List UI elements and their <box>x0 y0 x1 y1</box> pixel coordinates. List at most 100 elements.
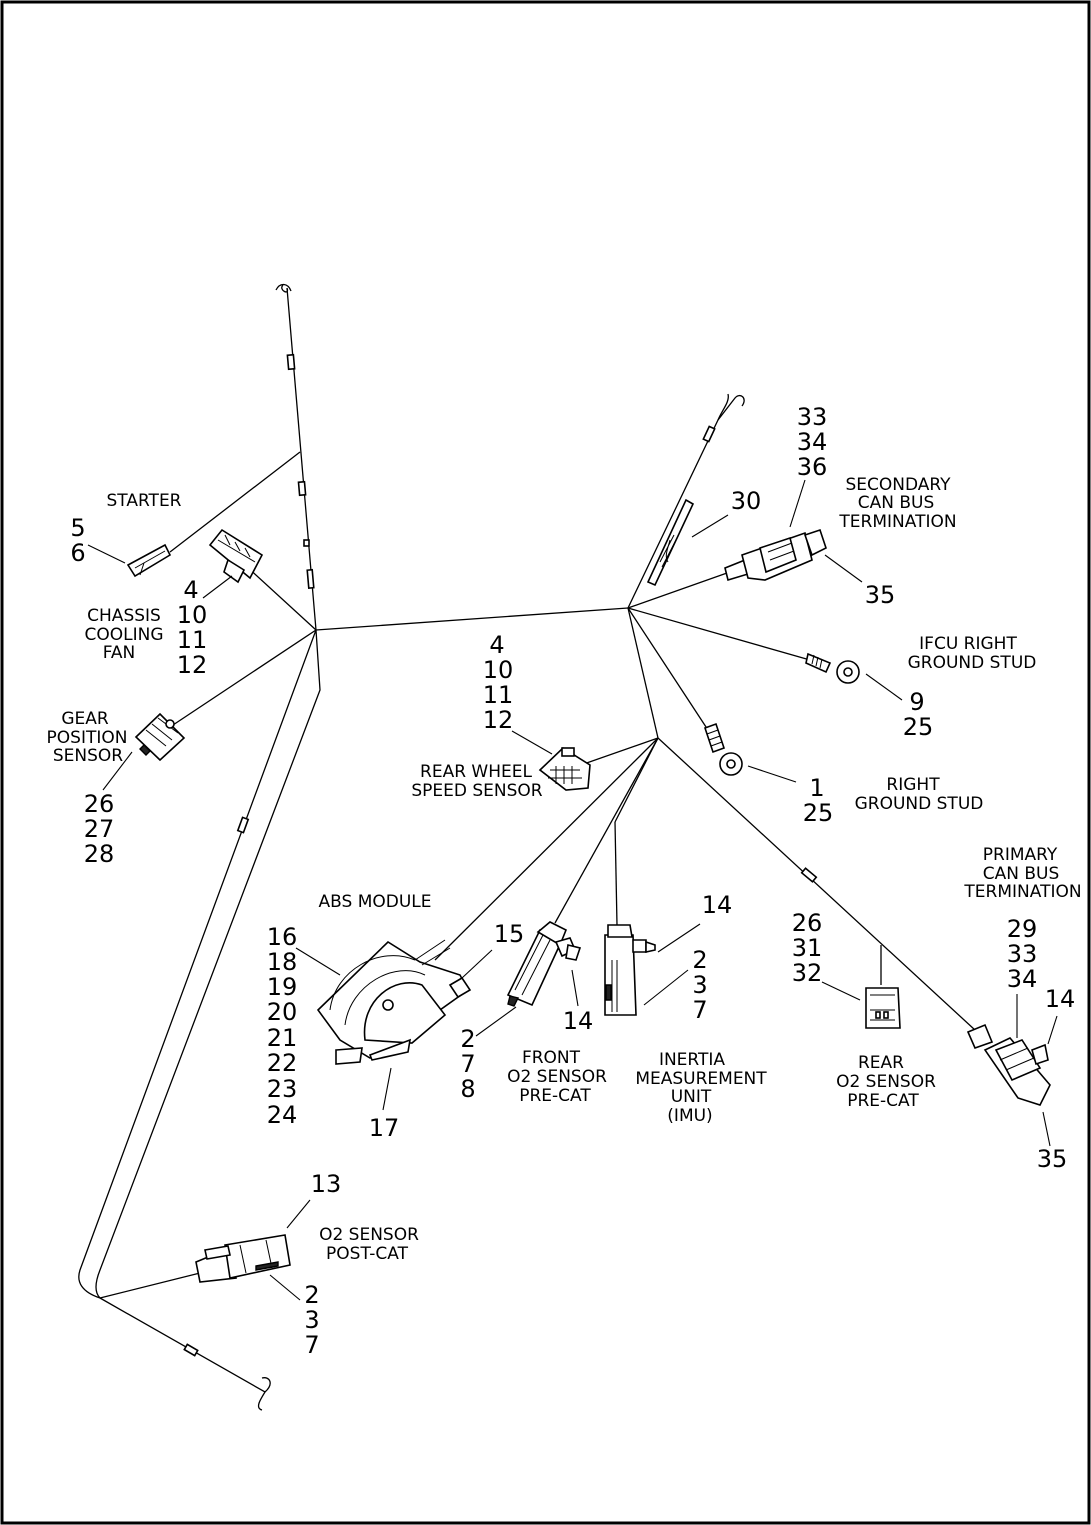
imu-label: (IMU) <box>667 1106 712 1126</box>
wire-sleeve <box>297 480 307 497</box>
chassis-fan-label: FAN <box>103 643 136 663</box>
primary-can-connector <box>966 1023 1051 1106</box>
wire-sleeve <box>286 353 296 371</box>
rear-wheel-speed-callout: 11 <box>483 681 514 709</box>
secondary-can-connector <box>724 528 827 582</box>
primary-can-callout: 34 <box>1007 965 1038 993</box>
o2-post-cat-callout: 13 <box>311 1170 342 1198</box>
starter-callout: 5 <box>70 514 85 542</box>
secondary-can-label: CAN BUS <box>858 493 935 513</box>
secondary-can-label: SECONDARY <box>845 475 951 495</box>
leader-lines <box>87 479 1058 1301</box>
imu-label: MEASUREMENT <box>635 1069 767 1089</box>
chassis-fan-label: CHASSIS <box>87 606 161 626</box>
imu-label: INERTIA <box>659 1050 725 1070</box>
right-ground-label: RIGHT <box>886 775 940 795</box>
starter-callout: 6 <box>70 539 85 567</box>
rear-wheel-speed-callout: 4 <box>489 631 504 659</box>
rear-o2-connector <box>865 987 901 1029</box>
imu-label: UNIT <box>671 1087 712 1107</box>
rear-o2-callout: 26 <box>792 909 823 937</box>
right-ground-callout: 25 <box>803 799 834 827</box>
front-o2-label: FRONT <box>522 1048 581 1068</box>
right-ground-terminal <box>703 722 743 776</box>
wire-sleeve <box>183 1343 199 1357</box>
secondary-can-label: TERMINATION <box>838 512 956 532</box>
o2-post-cat-callout: 7 <box>304 1331 319 1359</box>
rear-o2-label: PRE-CAT <box>847 1091 919 1111</box>
primary-can-label: PRIMARY <box>983 845 1058 865</box>
abs-module-callout: 18 <box>267 948 298 976</box>
primary-can-label: CAN BUS <box>983 864 1060 884</box>
rear-wheel-speed-callout: 12 <box>483 706 514 734</box>
imu-connector <box>604 924 656 1016</box>
chassis-fan-callout: 10 <box>177 601 208 629</box>
gear-position-callout: 27 <box>84 815 115 843</box>
rear-o2-label: REAR <box>858 1053 904 1073</box>
imu-callout: 7 <box>692 996 707 1024</box>
ifcu-ground-callout: 9 <box>909 688 924 716</box>
front-o2-callout: 8 <box>460 1075 475 1103</box>
gear-position-callout: 28 <box>84 840 115 868</box>
abs-module-callout: 23 <box>267 1075 298 1103</box>
abs-module-callout: 19 <box>267 973 298 1001</box>
abs-module-callout: 21 <box>267 1024 298 1052</box>
abs-module-callout: 24 <box>267 1101 298 1129</box>
wire-sleeve <box>236 816 250 834</box>
starter-label: STARTER <box>107 491 182 511</box>
right-ground-callout: 1 <box>809 774 824 802</box>
harness-clip-callout: 30 <box>731 487 762 515</box>
harness-clip <box>646 498 695 587</box>
primary-can-label: TERMINATION <box>963 882 1081 902</box>
wire-sleeve <box>800 867 818 883</box>
starter-connector <box>126 543 172 578</box>
primary-can-callout: 14 <box>1045 985 1076 1013</box>
ifcu-ground-callout: 25 <box>903 713 934 741</box>
rear-wheel-speed-label: SPEED SENSOR <box>411 781 542 801</box>
abs-module-callout: 17 <box>369 1114 400 1142</box>
chassis-fan-callout: 11 <box>177 626 208 654</box>
rear-wheel-speed-label: REAR WHEEL <box>420 762 532 782</box>
front-o2-label: PRE-CAT <box>519 1086 591 1106</box>
chassis-fan-callout: 4 <box>183 576 198 604</box>
secondary-can-callout: 33 <box>797 403 828 431</box>
o2-post-cat-connector <box>195 1234 291 1283</box>
abs-module-callout: 20 <box>267 998 298 1026</box>
harness-wires <box>78 283 976 1411</box>
chassis-fan-label: COOLING <box>84 625 163 645</box>
o2-post-cat-label: O2 SENSOR <box>319 1225 419 1245</box>
gear-position-label: POSITION <box>47 728 128 748</box>
front-o2-callout: 7 <box>460 1050 475 1078</box>
rear-o2-label: O2 SENSOR <box>836 1072 936 1092</box>
wire-sleeve <box>306 568 315 590</box>
front-o2-label: O2 SENSOR <box>507 1067 607 1087</box>
ifcu-ground-label: IFCU RIGHT <box>919 634 1017 654</box>
chassis-fan-connector <box>208 528 264 584</box>
abs-module <box>316 939 472 1065</box>
primary-can-callout: 29 <box>1007 915 1038 943</box>
wire-sleeve <box>702 425 716 443</box>
rear-o2-callout: 31 <box>792 934 823 962</box>
gear-position-connector <box>134 712 186 762</box>
o2-post-cat-callout: 2 <box>304 1281 319 1309</box>
imu-callout: 2 <box>692 946 707 974</box>
abs-module-callout: 16 <box>267 923 298 951</box>
gear-position-callout: 26 <box>84 790 115 818</box>
primary-can-callout: 33 <box>1007 940 1038 968</box>
imu-callout: 14 <box>702 891 733 919</box>
gear-position-label: GEAR <box>61 709 109 729</box>
abs-module-callout: 15 <box>494 920 525 948</box>
wire-sleeve <box>303 539 310 547</box>
ifcu-ground-terminal <box>805 652 860 684</box>
front-o2-callout: 2 <box>460 1025 475 1053</box>
secondary-can-callout: 36 <box>797 453 828 481</box>
gear-position-label: SENSOR <box>53 746 123 766</box>
rear-wheel-speed-callout: 10 <box>483 656 514 684</box>
right-ground-label: GROUND STUD <box>855 794 984 814</box>
o2-post-cat-label: POST-CAT <box>326 1244 409 1264</box>
rear-o2-callout: 32 <box>792 959 823 987</box>
rear-wheel-speed-connector <box>538 746 591 791</box>
